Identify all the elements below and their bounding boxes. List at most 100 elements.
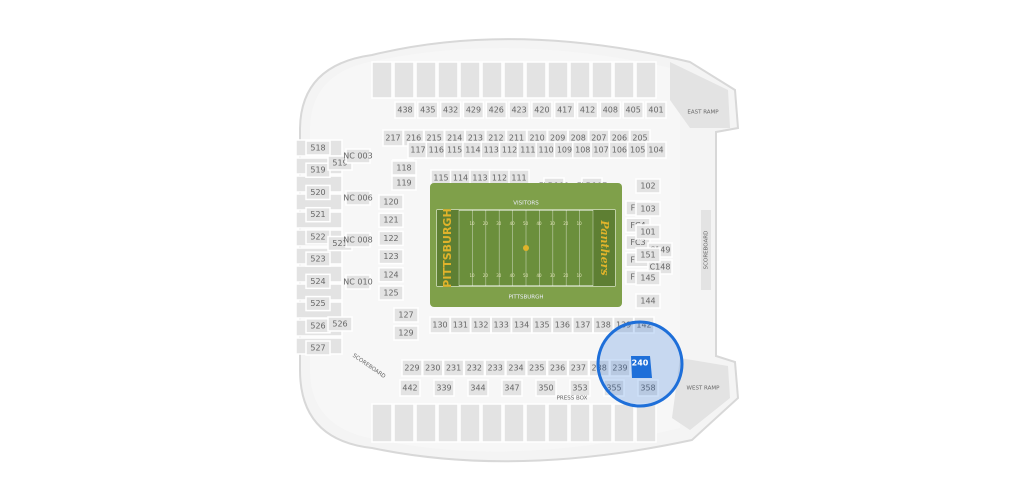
section-label: 115 bbox=[433, 174, 448, 183]
club-south-section[interactable] bbox=[567, 359, 590, 377]
section-label: 103 bbox=[640, 205, 655, 214]
upper-south-section[interactable] bbox=[501, 379, 523, 397]
upper-north-section[interactable] bbox=[531, 101, 553, 119]
west-lower-section[interactable] bbox=[393, 307, 419, 323]
upper-north-section[interactable] bbox=[645, 101, 667, 119]
east-section[interactable] bbox=[635, 224, 661, 240]
east-section[interactable] bbox=[635, 178, 661, 194]
section-label: 520 bbox=[310, 188, 325, 197]
upper-west-section[interactable] bbox=[305, 340, 331, 356]
section-label: 206 bbox=[612, 134, 627, 143]
yard-number: 30 bbox=[550, 221, 556, 226]
upper-west-section[interactable] bbox=[305, 273, 331, 290]
upper-section[interactable] bbox=[547, 403, 569, 443]
east-section[interactable] bbox=[635, 201, 661, 217]
lower-north-section[interactable] bbox=[391, 160, 417, 176]
section-label: NC 010 bbox=[343, 278, 372, 287]
upper-section[interactable] bbox=[459, 61, 481, 99]
upper-north-section[interactable] bbox=[462, 101, 485, 119]
press-box-label: PRESS BOX bbox=[557, 396, 588, 402]
east-section[interactable] bbox=[635, 247, 661, 263]
upper-section[interactable] bbox=[613, 403, 635, 443]
upper-north-section[interactable] bbox=[394, 101, 416, 119]
club-south-section[interactable] bbox=[546, 359, 569, 377]
club-south-section[interactable] bbox=[422, 359, 444, 377]
upper-south-section[interactable] bbox=[433, 379, 455, 397]
section-label: 129 bbox=[398, 329, 413, 338]
upper-north-section[interactable] bbox=[439, 101, 462, 119]
upper-section[interactable] bbox=[437, 403, 459, 443]
upper-north-section[interactable] bbox=[599, 101, 622, 119]
club-south-section[interactable] bbox=[463, 359, 486, 377]
west-lower-section[interactable] bbox=[393, 325, 419, 341]
upper-south-section[interactable] bbox=[399, 379, 421, 397]
club-south-section[interactable] bbox=[484, 359, 506, 377]
upper-south-section[interactable] bbox=[535, 379, 557, 397]
upper-north-section[interactable] bbox=[576, 101, 599, 119]
upper-section[interactable] bbox=[481, 61, 503, 99]
nc-section[interactable] bbox=[345, 232, 371, 248]
upper-section[interactable] bbox=[459, 403, 481, 443]
upper-west-section[interactable] bbox=[327, 316, 353, 332]
upper-south-section[interactable] bbox=[467, 379, 489, 397]
east-ramp[interactable] bbox=[670, 62, 730, 128]
west-lower-section[interactable] bbox=[378, 212, 404, 228]
upper-south-section[interactable] bbox=[637, 379, 659, 397]
upper-west-section[interactable] bbox=[305, 295, 331, 312]
upper-section[interactable] bbox=[613, 61, 635, 99]
upper-west-section[interactable] bbox=[305, 251, 331, 267]
lower-north-section[interactable] bbox=[391, 175, 417, 191]
upper-section[interactable] bbox=[393, 61, 415, 99]
club-south-section[interactable] bbox=[401, 359, 423, 377]
upper-section[interactable] bbox=[503, 403, 525, 443]
west-lower-section[interactable] bbox=[378, 285, 404, 301]
upper-section[interactable] bbox=[503, 61, 525, 99]
upper-north-section[interactable] bbox=[485, 101, 508, 119]
upper-section[interactable] bbox=[591, 403, 613, 443]
upper-section[interactable] bbox=[437, 61, 459, 99]
upper-west-section[interactable] bbox=[305, 140, 331, 156]
club-south-section[interactable] bbox=[609, 359, 631, 377]
upper-section[interactable] bbox=[415, 61, 437, 99]
selected-section-240[interactable] bbox=[631, 356, 652, 378]
east-section[interactable] bbox=[635, 270, 661, 286]
west-ramp[interactable] bbox=[672, 358, 730, 430]
upper-section[interactable] bbox=[371, 403, 393, 443]
upper-section[interactable] bbox=[525, 403, 547, 443]
upper-section[interactable] bbox=[525, 61, 547, 99]
upper-section[interactable] bbox=[635, 403, 657, 443]
section-label: 210 bbox=[529, 134, 544, 143]
upper-south-section[interactable] bbox=[569, 379, 591, 397]
club-south-section[interactable] bbox=[526, 359, 548, 377]
upper-section[interactable] bbox=[569, 403, 591, 443]
upper-section[interactable] bbox=[635, 61, 657, 99]
section-label: 145 bbox=[640, 274, 655, 283]
upper-section[interactable] bbox=[371, 61, 393, 99]
selected-section-label: 240 bbox=[632, 359, 649, 368]
east-section[interactable] bbox=[635, 293, 661, 309]
lower-north-section[interactable] bbox=[645, 141, 667, 159]
upper-west-section[interactable] bbox=[305, 206, 331, 223]
west-lower-section[interactable] bbox=[378, 248, 404, 265]
nc-section[interactable] bbox=[345, 148, 371, 164]
west-lower-section[interactable] bbox=[378, 194, 404, 210]
nc-section[interactable] bbox=[345, 274, 371, 290]
west-lower-section[interactable] bbox=[378, 267, 404, 283]
upper-north-section[interactable] bbox=[417, 101, 439, 119]
upper-north-section[interactable] bbox=[508, 101, 530, 119]
upper-north-section[interactable] bbox=[553, 101, 576, 119]
upper-west-section[interactable] bbox=[305, 184, 331, 201]
upper-section[interactable] bbox=[393, 403, 415, 443]
upper-section[interactable] bbox=[481, 403, 503, 443]
upper-section[interactable] bbox=[591, 61, 613, 99]
upper-section[interactable] bbox=[569, 61, 591, 99]
section-label: 113 bbox=[472, 174, 487, 183]
nc-section[interactable] bbox=[345, 190, 371, 206]
club-south-section[interactable] bbox=[442, 359, 465, 377]
upper-section[interactable] bbox=[547, 61, 569, 99]
club-south-section[interactable] bbox=[505, 359, 527, 377]
section-label: 438 bbox=[397, 106, 412, 115]
upper-section[interactable] bbox=[415, 403, 437, 443]
upper-north-section[interactable] bbox=[622, 101, 644, 119]
west-lower-section[interactable] bbox=[378, 230, 404, 247]
